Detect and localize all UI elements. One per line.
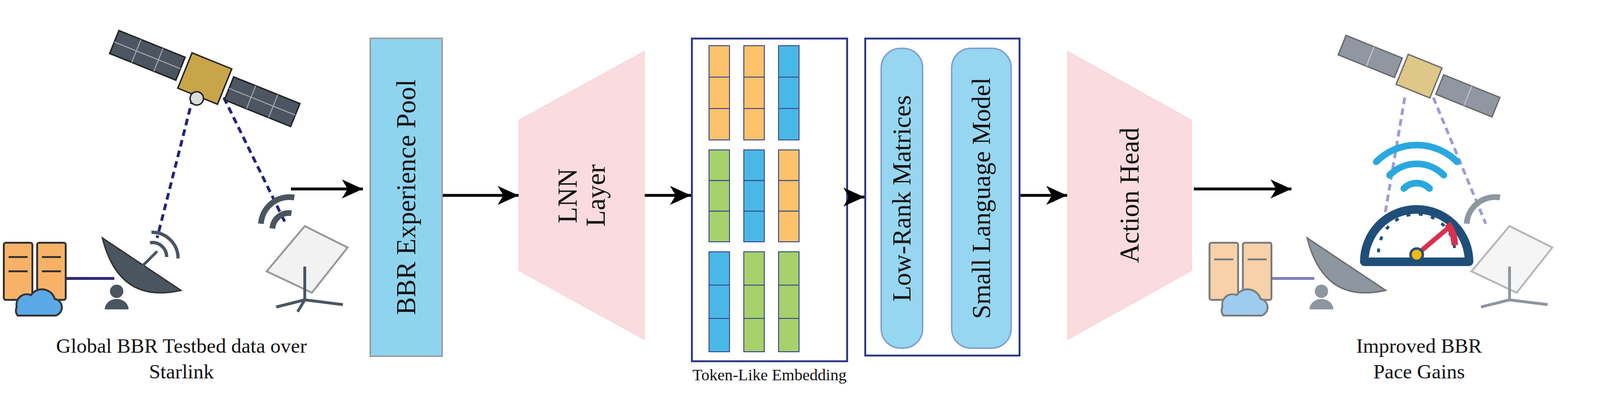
node-text: Low-Rank Matrices [888, 95, 916, 302]
token-cell [709, 180, 730, 211]
token-cell [709, 251, 730, 286]
token-cell [709, 108, 730, 140]
node-text: Small Language Model [968, 77, 996, 320]
node-text: BBR Experience Pool [392, 79, 421, 316]
ground-dish-icon [102, 232, 181, 310]
token-cell [709, 45, 730, 78]
caption-text: Token-Like Embedding [645, 366, 894, 385]
flow-arrow [848, 195, 865, 199]
token-cell [709, 77, 730, 109]
token-cell [778, 45, 800, 78]
token-cell [709, 150, 730, 181]
token-cell [743, 45, 765, 78]
token-cell [709, 211, 730, 242]
satellite-icon [103, 24, 303, 141]
output-arrow [1193, 187, 1292, 191]
lora-box: Low-Rank Matrices [880, 47, 924, 350]
flow-arrow [442, 194, 519, 198]
token-cell [743, 318, 765, 352]
flow-arrow [1020, 194, 1068, 198]
starlink-terminal-icon [1466, 197, 1553, 308]
server-rack-icon [3, 242, 66, 316]
token-cell [743, 251, 765, 286]
flow-arrow [644, 194, 691, 198]
token-cell [743, 150, 765, 181]
token-cell [778, 318, 800, 352]
token-cell [778, 108, 800, 140]
node-text: Action Head [1115, 127, 1144, 264]
layer-trapezoid: LNN Layer [518, 50, 645, 340]
signal-line [157, 97, 193, 239]
starlink-terminal-icon [260, 197, 348, 312]
token-cell [743, 108, 765, 140]
token-cell [778, 150, 800, 181]
token-cell [778, 285, 800, 319]
model-group-box: Low-Rank Matrices Small Language Model [864, 37, 1021, 357]
embedding-box: Token-Like Embedding [690, 37, 849, 363]
token-cell [709, 285, 730, 319]
token-cell [778, 251, 800, 286]
head-trapezoid: Action Head [1067, 50, 1192, 340]
left-illustration [3, 24, 348, 316]
speedometer-icon [1364, 145, 1470, 262]
node-text: LNN Layer [553, 143, 610, 249]
token-cell [709, 318, 730, 352]
satellite-icon [1336, 30, 1503, 123]
token-cell [778, 77, 800, 109]
token-bars [709, 45, 800, 352]
server-rack-icon [1209, 242, 1272, 316]
right-illustration [1209, 30, 1553, 316]
token-cell [743, 285, 765, 319]
token-cell [743, 211, 765, 242]
illustration-caption: Global BBR Testbed data over Starlink [52, 333, 310, 385]
token-cell [743, 180, 765, 211]
token-cell [778, 211, 800, 242]
illustration-caption: Improved BBR Pace Gains [1338, 333, 1500, 385]
token-cell [743, 77, 765, 109]
slm-box: Small Language Model [950, 47, 1012, 350]
pool-box: BBR Experience Pool [369, 37, 443, 358]
input-arrow [290, 187, 363, 191]
token-cell [778, 180, 800, 211]
